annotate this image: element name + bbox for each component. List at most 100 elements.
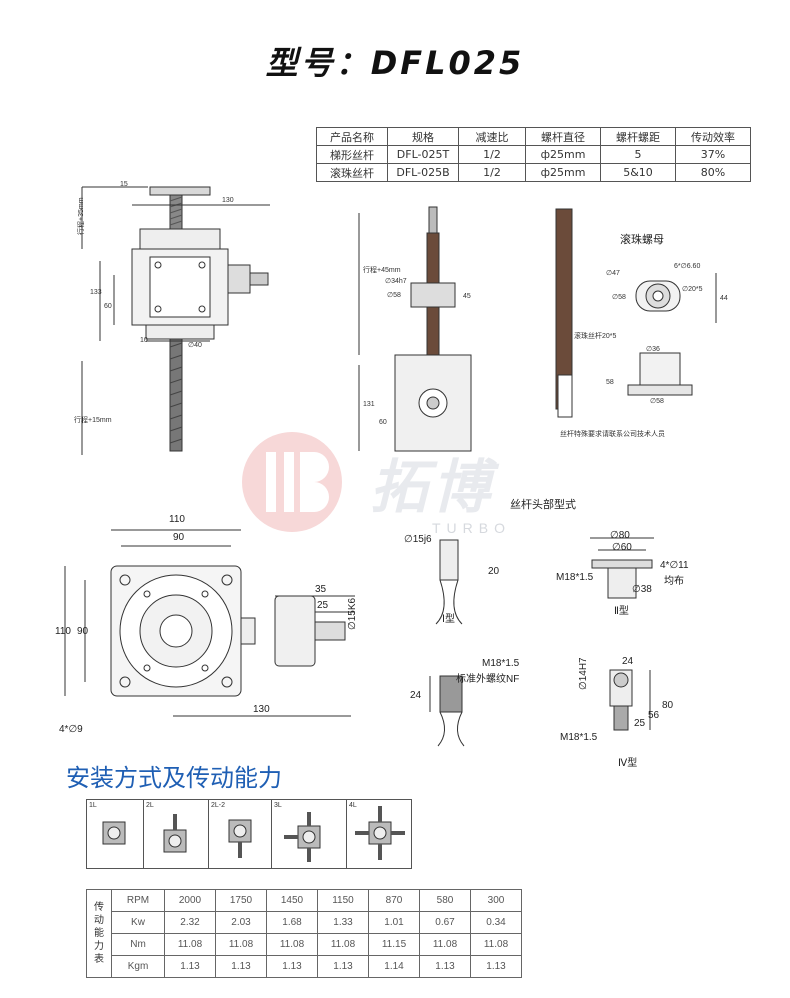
page-title: 型号：DFL025 [265, 44, 525, 82]
ball-screw-svg [358, 206, 472, 452]
table-cell: 1.68 [266, 911, 318, 934]
dim-d58: ∅58 [612, 294, 626, 301]
dim-w110: 110 [169, 514, 185, 525]
dim-w25: 25 [317, 600, 329, 611]
watermark-brand: 拓博 [370, 453, 495, 521]
install-mode-4l: 4L [347, 800, 413, 868]
table-row: Kgm 1.13 1.13 1.13 1.13 1.14 1.13 1.13 [87, 955, 522, 978]
install-mode-label: 3L [274, 802, 282, 809]
dim-holes: 6*∅6.60 [674, 263, 701, 270]
type3-h: 24 [410, 690, 422, 701]
install-mode-1l: 1L [87, 800, 144, 868]
side-view-drawing: 行程+35mm 15 130 133 60 10 ∅40 行程+15mm [60, 165, 300, 465]
table-cell: 11.08 [266, 933, 318, 956]
install-mode-label: 4L [349, 802, 357, 809]
table-cell: DFL-025B [387, 163, 459, 182]
dim-130: 130 [222, 197, 234, 204]
table-cell: 1/2 [458, 163, 526, 182]
table-cell: 11.08 [470, 933, 522, 956]
table-cell: 0.34 [470, 911, 522, 934]
type2-d38: ∅38 [632, 584, 652, 595]
table-cell: 870 [368, 889, 420, 912]
spec-table: 产品名称 规格 减速比 螺杆直径 螺杆螺距 传动效率 梯形丝杆 DFL-025T… [316, 127, 751, 182]
type1-h: 20 [488, 566, 500, 577]
table-cell: 37% [675, 145, 751, 164]
table-cell: 滚珠丝杆 [316, 163, 388, 182]
watermark-logo-icon [242, 432, 342, 532]
type2-even: 均布 [664, 576, 684, 587]
perf-side-text: 传动能力表 [94, 902, 104, 965]
table-cell: 2.03 [215, 911, 267, 934]
dim-d58b: ∅58 [650, 398, 664, 405]
table-cell: 1.13 [419, 955, 471, 978]
ball-nut-view: 滚珠螺母 6*∅6.60 ∅47 ∅20*5 ∅58 44 滚珠丝杆20*5 ∅… [540, 205, 740, 445]
table-cell: 1.13 [470, 955, 522, 978]
dim-k6: ∅15K6 [347, 597, 358, 630]
watermark-logo [232, 422, 352, 542]
install-mode-2l: 2L [144, 800, 209, 868]
gearbox-icon [284, 812, 321, 862]
screw-type-2-svg [590, 537, 654, 599]
ball-nut-title: 滚珠螺母 [620, 233, 664, 246]
table-cell: 300 [470, 889, 522, 912]
table-cell: RPM [111, 889, 165, 912]
screw-heads-title: 丝杆头部型式 [510, 498, 576, 511]
table-row: Kw 2.32 2.03 1.68 1.33 1.01 0.67 0.34 [87, 911, 522, 934]
table-cell: Kgm [111, 955, 165, 978]
table-cell: 1.01 [368, 911, 420, 934]
table-cell: 11.08 [317, 933, 369, 956]
top-view-svg [64, 529, 355, 717]
table-header-cell: 螺杆直径 [525, 127, 601, 146]
dim-holes: 4*∅9 [59, 724, 83, 735]
dim-top-stroke: 行程+35mm [78, 197, 85, 235]
dim-133: 133 [90, 289, 102, 296]
table-header-cell: 传动效率 [675, 127, 751, 146]
dim-w44: 44 [720, 295, 728, 302]
type2-holes: 4*∅11 [660, 560, 689, 571]
ball-screw-label: 滚珠丝杆20*5 [574, 333, 617, 340]
type4-name: Ⅳ型 [618, 758, 638, 769]
table-header-cell: 减速比 [458, 127, 526, 146]
table-header-cell: 规格 [387, 127, 459, 146]
type4-h25: 25 [634, 718, 646, 729]
screw-type-4-svg [609, 669, 651, 731]
watermark-sub: TURBO [432, 520, 511, 536]
install-mode-label: 2L [146, 802, 154, 809]
table-cell: 1.13 [266, 955, 318, 978]
type4-h80: 80 [662, 700, 674, 711]
table-row: 滚珠丝杆 DFL-025B 1/2 ф25mm 5&10 80% [316, 163, 751, 182]
ball-screw-view: 行程+45mm ∅34h7 ∅58 45 131 60 [345, 205, 485, 455]
dim-bottom-stroke: 行程+15mm [74, 417, 112, 424]
dim-d40: ∅40 [188, 342, 202, 349]
type1-d: ∅15j6 [404, 534, 432, 545]
table-cell: 11.08 [215, 933, 267, 956]
dim-d47: ∅47 [606, 270, 620, 277]
table-cell: ф25mm [525, 163, 601, 182]
dim-h90: 90 [77, 626, 89, 637]
dim-60: 60 [104, 303, 112, 310]
table-cell: 1.13 [164, 955, 216, 978]
table-cell: Kw [111, 911, 165, 934]
dim-stroke: 行程+45mm [363, 267, 401, 274]
dim-d36: ∅36 [646, 346, 660, 353]
dim-10: 10 [140, 337, 148, 344]
section-title: 安装方式及传动能力 [66, 764, 282, 792]
table-cell: 1750 [215, 889, 267, 912]
dim-w90: 90 [173, 532, 185, 543]
table-cell: 1.13 [215, 955, 267, 978]
dim-w130: 130 [253, 704, 270, 715]
dim-60b: 60 [379, 419, 387, 426]
install-mode-label: 1L [89, 802, 97, 809]
screw-type-1: ∅15j6 20 Ⅰ型 [400, 530, 520, 630]
table-cell: 梯形丝杆 [316, 145, 388, 164]
table-header-cell: 螺杆螺距 [600, 127, 676, 146]
perf-side-label: 传动能力表 [86, 889, 112, 978]
screw-type-3: M18*1.5 标准外螺纹NF 24 [400, 650, 560, 750]
gearbox-icon [355, 806, 405, 860]
dim-h58: 58 [606, 379, 614, 386]
table-cell: Nm [111, 933, 165, 956]
table-cell: 0.67 [419, 911, 471, 934]
ball-nut-note: 丝杆特殊要求请联系公司技术人员 [560, 431, 665, 438]
dim-d34: ∅34h7 [385, 278, 407, 285]
dim-15: 15 [120, 181, 128, 188]
